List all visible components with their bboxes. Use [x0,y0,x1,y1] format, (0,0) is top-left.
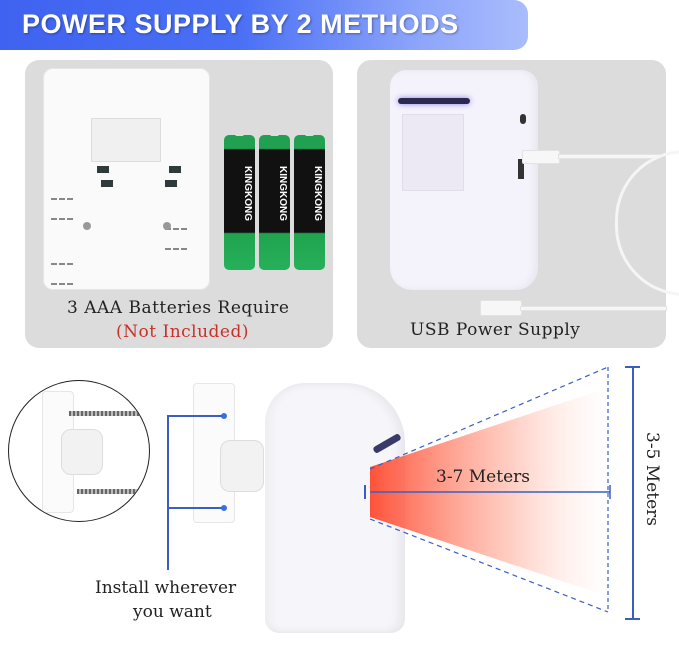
swivel-knob [61,429,103,475]
battery-holder-image [43,68,210,290]
spring [51,263,73,285]
width-label: 3-5 Meters [642,432,662,526]
banner-title: POWER SUPPLY BY 2 METHODS [22,9,459,39]
callout-line [167,507,222,509]
usb-plug-device [522,150,560,164]
screw-hole-marker [221,413,227,419]
aaa-battery: KINGKONG [224,132,255,270]
width-dimension-cap [625,366,640,368]
distance-dimension-cap [364,485,366,499]
screw [77,489,145,494]
install-caption: Install wherever [95,578,237,598]
aaa-battery: KINGKONG [259,132,290,270]
contact [97,166,109,173]
aaa-battery: KINGKONG [294,132,325,270]
usb-powered-sensor-image [390,70,538,290]
button-hole [520,114,526,124]
holder-clip [91,118,161,162]
usb-port [518,159,524,179]
distance-label: 3-7 Meters [436,467,530,487]
callout-line [167,415,169,570]
screw [163,222,171,230]
usb-cable [558,154,660,159]
screw [69,411,141,416]
usb-caption: USB Power Supply [410,320,581,340]
usb-cable [520,306,667,311]
swivel-knob [220,440,264,492]
pir-lens [402,114,464,191]
screw [83,222,91,230]
screw-hole-marker [221,505,227,511]
contact [169,166,181,173]
detection-zone-diagram [370,367,611,613]
contact [101,180,113,187]
spring [51,198,73,220]
width-dimension-line [632,366,634,619]
spring [165,228,187,250]
mount-detail-circle [8,380,150,522]
install-caption-2: you want [133,602,212,622]
battery-caption: 3 AAA Batteries Require [67,298,290,318]
led-strip [398,98,470,104]
usb-a-plug [480,300,522,316]
title-banner: POWER SUPPLY BY 2 METHODS [0,0,528,50]
not-included-note: (Not Included) [116,322,250,342]
callout-line [167,415,222,417]
contact [165,180,177,187]
width-dimension-cap [625,618,640,620]
